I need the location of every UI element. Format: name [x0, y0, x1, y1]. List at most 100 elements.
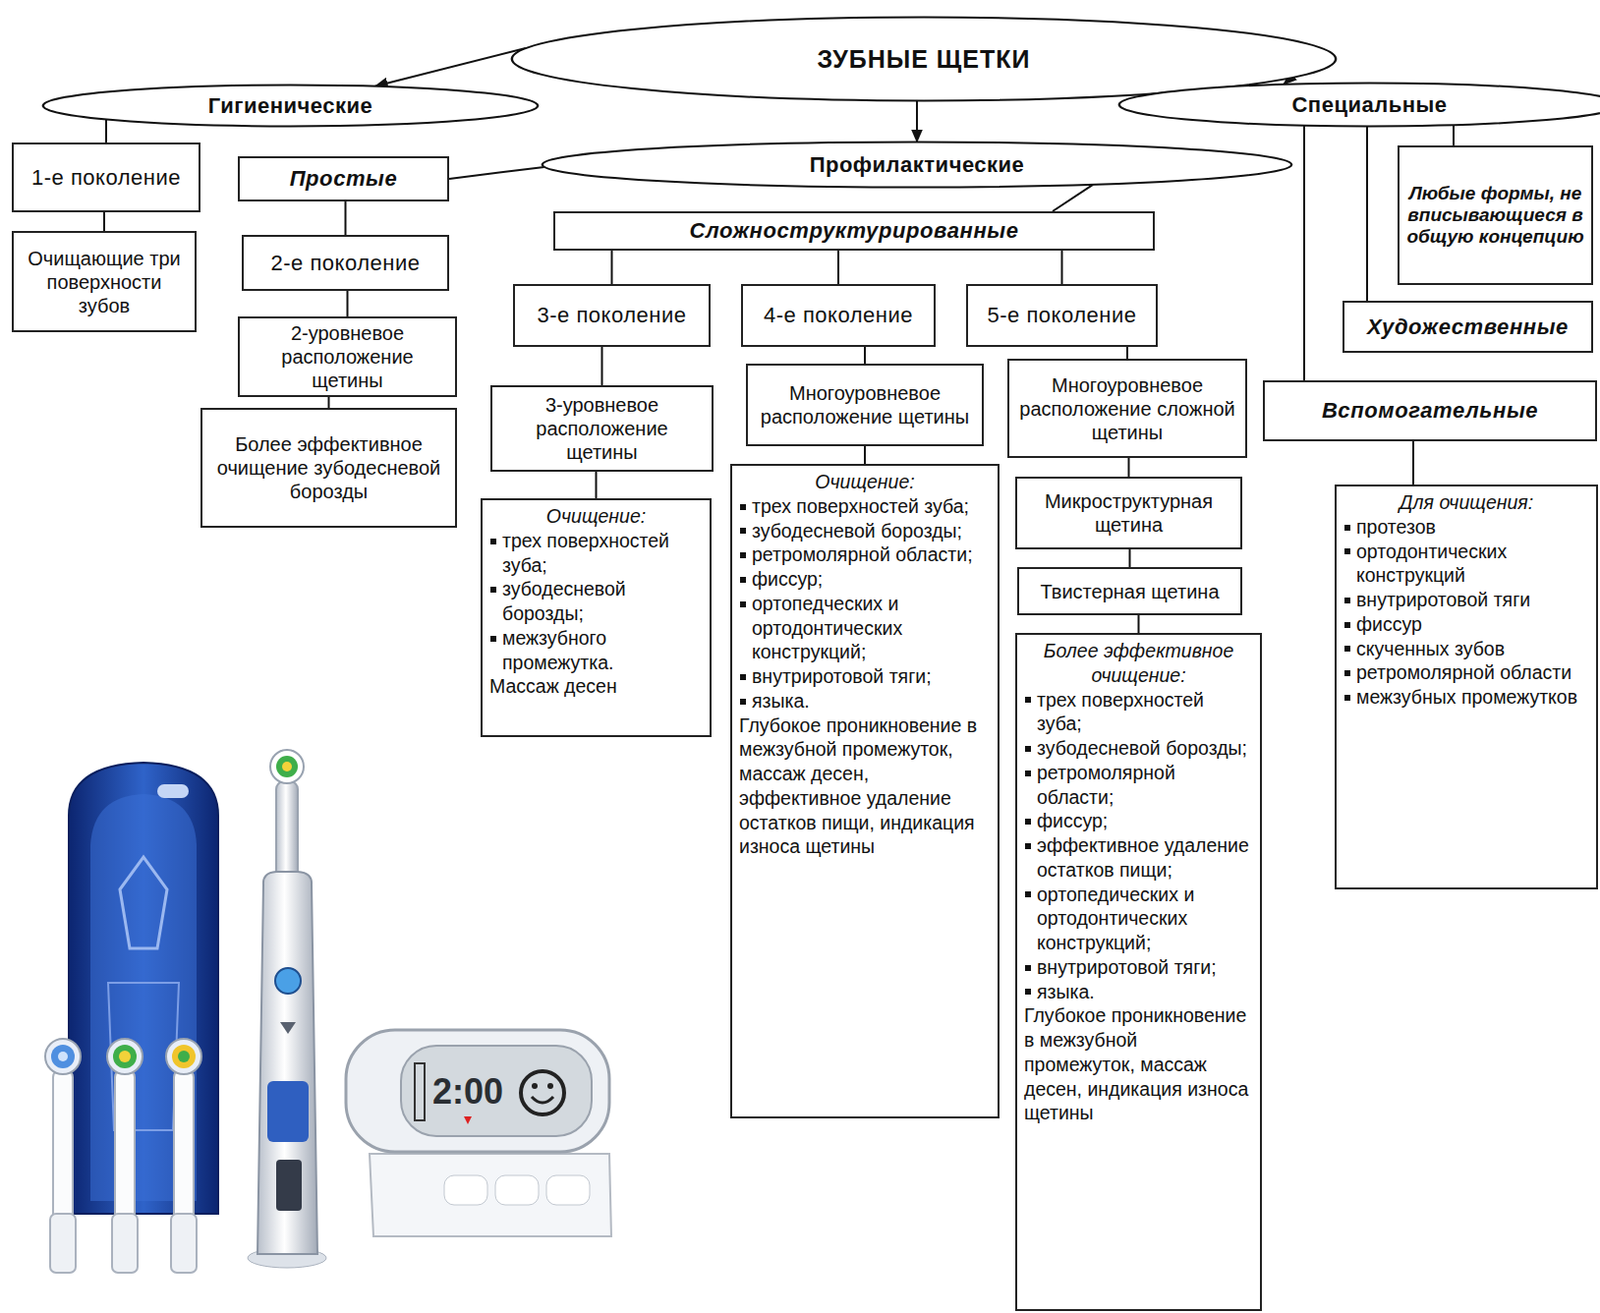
process-box: 3-уровневое расположение щетины	[490, 385, 714, 472]
connector-line	[1412, 441, 1415, 485]
connector-line	[1138, 615, 1141, 633]
case-mould	[119, 857, 168, 949]
bullet	[490, 635, 497, 642]
smiley-eye	[547, 1083, 554, 1089]
bristles	[113, 1044, 137, 1069]
list-item: ортодонтических конструкций	[1343, 539, 1590, 589]
head-round	[45, 1038, 81, 1075]
connector-line	[1303, 125, 1306, 381]
case-clip	[157, 784, 189, 799]
list-item: межзубного промежутка.	[489, 626, 703, 676]
process-box: 1-е поколение	[11, 142, 201, 213]
bullet	[740, 601, 746, 608]
node-label: Любые формы, не вписывающиеся в общую ко…	[1405, 182, 1586, 248]
process-box: Любые формы, не вписывающиеся в общую ко…	[1397, 145, 1594, 286]
smiley-mouth	[531, 1096, 554, 1103]
bullet	[1344, 645, 1351, 652]
list-heading: Более эффективное очищение:	[1024, 638, 1254, 688]
bristles	[118, 1050, 131, 1063]
bullet	[1344, 597, 1351, 604]
head-round	[107, 1038, 143, 1075]
list-item: языка.	[739, 688, 991, 714]
list-text: протезов	[1356, 515, 1436, 538]
node-label: 3-е поколение	[520, 302, 703, 328]
process-box: 4-е поколение	[741, 284, 936, 347]
bristles	[177, 1050, 190, 1063]
bullet	[740, 698, 746, 705]
smiley-eye	[531, 1083, 538, 1089]
node-label: Микроструктурная щетина	[1023, 489, 1235, 537]
connector-line	[449, 167, 545, 179]
process-box: 2-уровневое расположение щетины	[237, 316, 458, 398]
list-item: межзубных промежутков	[1343, 685, 1590, 710]
connector-line	[1129, 549, 1132, 568]
bristles	[57, 1051, 68, 1062]
list-text: ретромолярной области;	[751, 543, 973, 566]
connector-line	[595, 471, 598, 499]
lcd-brush-icon	[414, 1063, 425, 1121]
node-label: Художественные	[1350, 314, 1586, 340]
list-heading: Для очищения:	[1343, 490, 1590, 515]
process-box: Многоуровневое расположение сложной щети…	[1007, 358, 1248, 458]
node-label: Очищающие три поверхности зубов	[19, 246, 189, 318]
connector-arrow	[375, 48, 526, 87]
connector-line	[601, 346, 604, 386]
bullet	[740, 527, 746, 534]
connector-line	[344, 201, 347, 235]
bullet	[1344, 694, 1351, 701]
process-box: 5-е поколение	[966, 284, 1158, 347]
list-text: внутриротовой тяги;	[751, 665, 932, 687]
list-item: внутриротовой тяги;	[1024, 955, 1254, 980]
bullet	[1344, 548, 1351, 555]
connector-arrow	[915, 101, 918, 143]
head-base	[50, 1213, 76, 1273]
node-label: 2-уровневое расположение щетины	[245, 321, 450, 393]
list-text: ортодонтических конструкций	[1356, 540, 1507, 587]
bullet	[1344, 670, 1351, 677]
head-neck	[173, 1069, 194, 1227]
stand-slot	[495, 1175, 539, 1205]
list-item: трех поверхностей зуба;	[489, 528, 703, 578]
list-item: зубодесневой борозды;	[1024, 736, 1254, 761]
node-label: 3-уровневое расположение щетины	[498, 393, 706, 464]
bristles	[276, 755, 298, 778]
connector-line	[346, 290, 349, 317]
mode-button	[280, 1022, 296, 1034]
head-neck	[114, 1069, 135, 1227]
list-text: трех поверхностей зуба;	[1036, 688, 1204, 736]
process-box: Очищающие три поверхности зубов	[11, 230, 197, 333]
process-box: Микроструктурная щетина	[1015, 476, 1243, 550]
list-item: скученных зубов	[1343, 636, 1590, 662]
list-text: скученных зубов	[1356, 637, 1505, 660]
list-text: ретромолярной области;	[1036, 761, 1176, 808]
display-housing	[345, 1029, 610, 1152]
list-text: зубодесневой борозды;	[1036, 737, 1248, 759]
node-label: Сложноструктурированные	[561, 218, 1147, 243]
node-label: ЗУБНЫЕ ЩЕТКИ	[510, 45, 1338, 74]
list-item: ретромолярной области	[1343, 660, 1590, 686]
list-box: Более эффективное очищение:трех поверхно…	[1015, 632, 1262, 1312]
list-note: Глубокое проникновение в межзубной проме…	[739, 713, 991, 860]
bristles	[171, 1044, 196, 1069]
bullet	[1025, 745, 1031, 752]
bullet	[740, 552, 746, 559]
list-box: Для очищения:протезовортодонтических кон…	[1334, 484, 1599, 890]
electric-toothbrush	[247, 749, 327, 1268]
ellipse-node: Специальные	[1117, 81, 1600, 128]
process-box: Более эффективное очищение зубодесневой …	[200, 407, 458, 528]
list-note: Массаж десен	[489, 674, 703, 699]
head-round	[166, 1038, 202, 1075]
list-box: Очищение:трех поверхностей зуба;зубодесн…	[730, 463, 1000, 1119]
list-text: ортопедческих и ортодонтических конструк…	[751, 592, 903, 664]
bristles	[51, 1044, 75, 1069]
node-label: Твистерная щетина	[1025, 579, 1235, 604]
list-text: языка.	[1036, 980, 1095, 1003]
stand-base	[369, 1153, 612, 1237]
bullet	[1025, 965, 1031, 972]
list-text: внутриротовой тяги;	[1036, 956, 1217, 978]
charge-window	[276, 1159, 302, 1211]
case-body	[68, 762, 219, 1214]
list-item: зубодесневой борозды;	[739, 518, 991, 544]
node-label: Более эффективное очищение зубодесневой …	[208, 432, 450, 504]
